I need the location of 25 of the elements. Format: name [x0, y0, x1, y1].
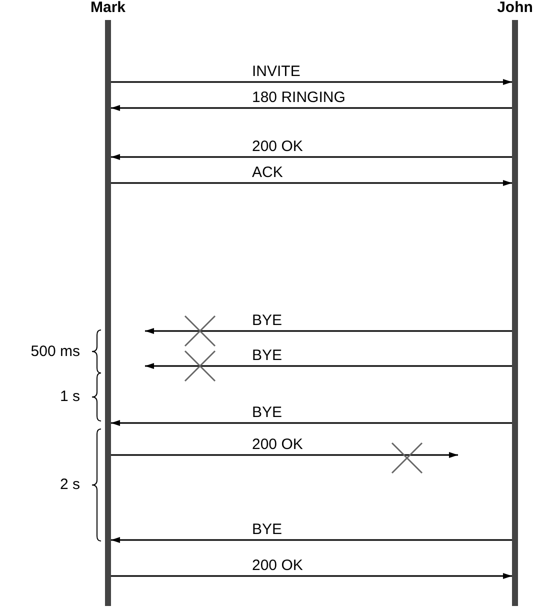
message-arrow: [145, 363, 512, 369]
message-label: BYE: [252, 521, 282, 538]
interval-label: 2 s: [60, 476, 80, 493]
message-label: 200 OK: [252, 138, 303, 155]
message-arrow: [111, 537, 512, 543]
message-arrow: [111, 105, 512, 111]
message-arrow: [111, 180, 512, 186]
interval-label: 1 s: [60, 388, 80, 405]
message-arrow: [111, 79, 512, 85]
participant-name: John: [497, 0, 533, 16]
message-arrow: [111, 420, 512, 426]
message-label: 200 OK: [252, 436, 303, 453]
message-label: ACK: [252, 164, 283, 181]
message-arrow: [111, 154, 512, 160]
participant-name: Mark: [90, 0, 126, 16]
message-label: 200 OK: [252, 557, 303, 574]
message-label: INVITE: [252, 63, 300, 80]
message-arrow: [111, 452, 458, 458]
message-label: BYE: [252, 347, 282, 364]
message-arrow: [145, 328, 512, 334]
message-label: BYE: [252, 312, 282, 329]
message-arrow: [111, 573, 512, 579]
message-label: 180 RINGING: [252, 89, 346, 106]
interval-label: 500 ms: [30, 342, 80, 360]
message-label: BYE: [252, 404, 282, 421]
